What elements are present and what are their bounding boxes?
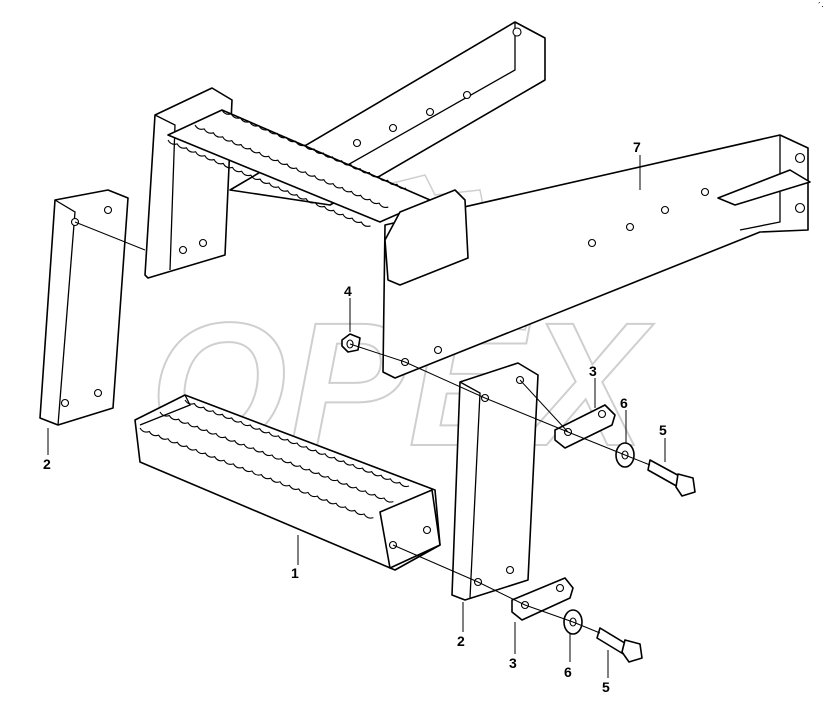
bracket-plate-right	[451, 362, 539, 601]
callout-labels: 7 4 2 1 2 3 3 6 6 5 5	[43, 139, 667, 695]
callout-2-left: 2	[43, 456, 51, 472]
bracket-front-arm	[382, 134, 809, 379]
upper-step	[144, 87, 469, 286]
callout-5-lower: 5	[602, 679, 610, 695]
callout-6-lower: 6	[564, 664, 572, 680]
corner-mark: ´·	[818, 1, 824, 11]
callout-5-upper: 5	[659, 422, 667, 438]
nut	[341, 333, 361, 353]
spacer-plate-lower	[511, 577, 574, 621]
upper-step-tread	[221, 109, 407, 190]
bracket-hole	[512, 27, 522, 37]
bracket-gusset	[717, 169, 811, 206]
callout-3-lower: 3	[509, 655, 517, 671]
callout-4: 4	[344, 283, 352, 299]
lower-step	[134, 394, 441, 571]
bolt-upper	[647, 459, 696, 497]
callout-1: 1	[291, 565, 299, 581]
lower-step-tread	[184, 399, 410, 488]
callout-3-upper: 3	[589, 363, 597, 379]
bolt-lower	[596, 627, 643, 663]
bracket-plate-left	[39, 189, 129, 426]
callout-2-right: 2	[457, 633, 465, 649]
callout-6-upper: 6	[620, 395, 628, 411]
alignment-lines	[74, 221, 651, 634]
callout-leaders	[47, 155, 666, 678]
callout-7: 7	[633, 139, 641, 155]
upper-step-right-side	[384, 189, 469, 286]
